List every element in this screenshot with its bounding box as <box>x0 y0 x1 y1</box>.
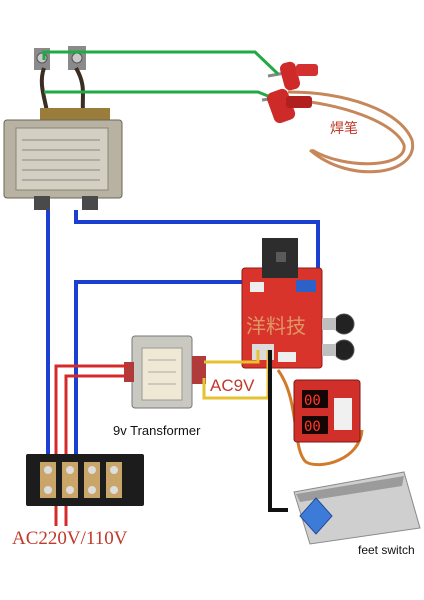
foot-switch-wire <box>268 350 288 512</box>
blue-wire-2 <box>74 210 320 284</box>
pen-wire-bottom <box>44 90 269 98</box>
welding-pen-icon <box>261 61 415 174</box>
pen-label: 焊笔 <box>330 121 358 137</box>
ac9v-wire-1 <box>204 350 260 364</box>
mains-voltage-label: AC220V/110V <box>12 528 128 549</box>
control-board-icon <box>241 238 355 369</box>
main-transformer-icon <box>3 46 123 210</box>
feet-switch-label: feet switch <box>358 543 415 557</box>
red-wire-1 <box>54 364 128 462</box>
terminal-block-icon <box>26 454 144 506</box>
svg-text:00: 00 <box>304 419 321 435</box>
foot-pedal-icon <box>293 471 421 545</box>
watermark-text: 洋料技 <box>246 314 306 338</box>
svg-text:00: 00 <box>304 393 321 409</box>
timer-display-icon: 00 00 <box>276 369 364 467</box>
9v-transformer-label: 9v Transformer <box>113 423 201 438</box>
pen-wire-top <box>42 50 280 76</box>
red-wire-2 <box>64 374 126 462</box>
ac9v-label: AC9V <box>210 376 255 395</box>
9v-transformer-icon <box>124 335 206 409</box>
